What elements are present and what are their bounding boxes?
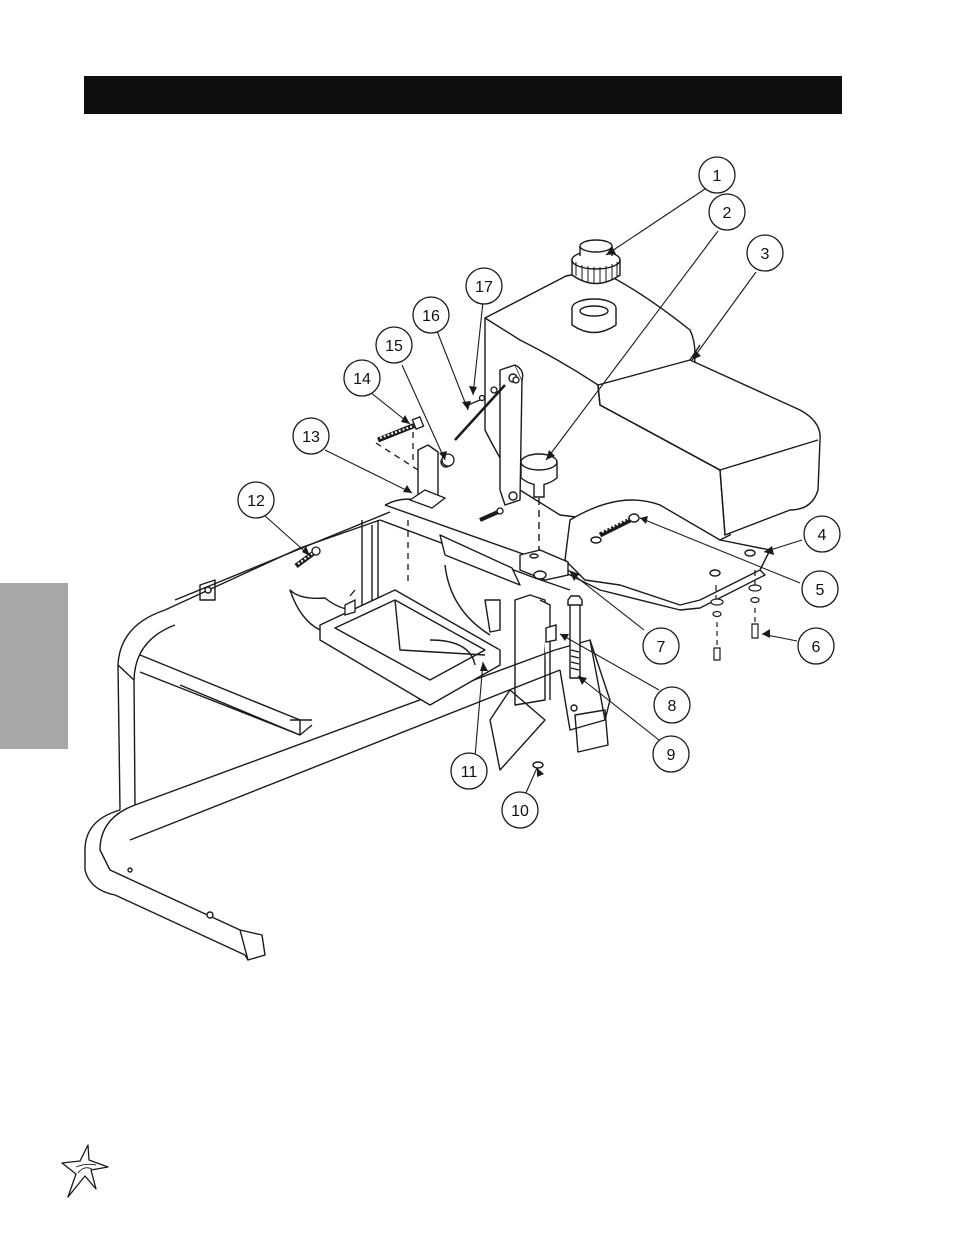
callout-13: 13 xyxy=(302,429,320,446)
callout-11: 11 xyxy=(461,764,478,781)
callout-7: 7 xyxy=(657,639,666,656)
callout-12: 12 xyxy=(247,493,265,510)
callout-3: 3 xyxy=(761,246,770,263)
callout-10: 10 xyxy=(511,803,529,820)
callout-2: 2 xyxy=(723,205,732,222)
callout-17: 17 xyxy=(475,279,493,296)
callout-8: 8 xyxy=(668,698,677,715)
callout-1: 1 xyxy=(713,168,722,185)
fuel-cap xyxy=(572,240,620,284)
callout-4: 4 xyxy=(818,527,827,544)
callout-5: 5 xyxy=(816,582,825,599)
battery-tray xyxy=(320,535,520,705)
callout-14: 14 xyxy=(353,371,371,388)
starburst-logo-icon xyxy=(58,1143,110,1199)
callout-9: 9 xyxy=(667,747,676,764)
callout-16: 16 xyxy=(422,308,440,325)
callout-15: 15 xyxy=(385,338,403,355)
callout-6: 6 xyxy=(812,639,821,656)
fuel-tank xyxy=(485,270,820,540)
